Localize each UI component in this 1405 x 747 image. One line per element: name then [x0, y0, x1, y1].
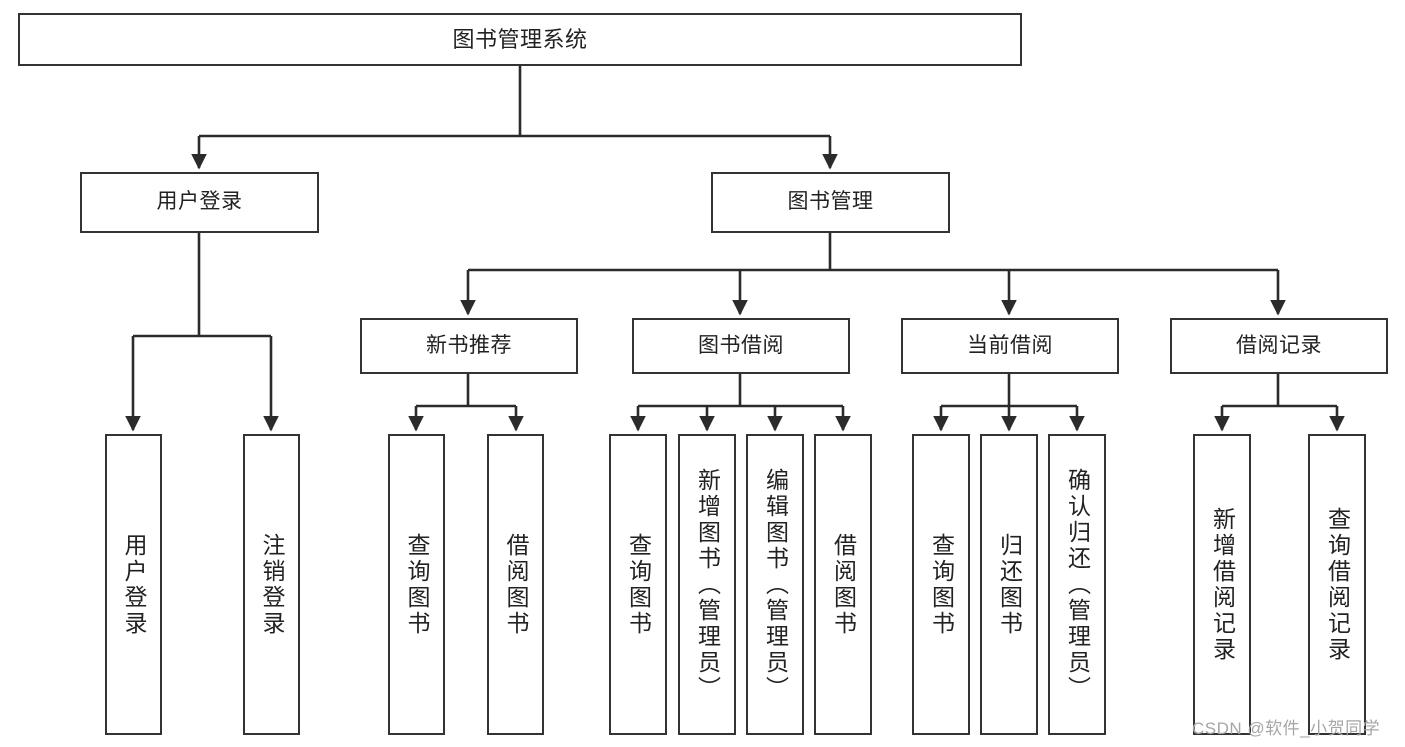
node-leaf-add-book-label: 新增图书（管理员）: [694, 467, 721, 702]
node-leaf-borrow-book-1-label: 借阅图书: [503, 532, 529, 637]
node-leaf-query-record[interactable]: 查询借阅记录: [1308, 434, 1366, 735]
node-leaf-query-book-2-label: 查询图书: [625, 532, 652, 637]
node-leaf-confirm-return-label: 确认归还（管理员）: [1064, 467, 1091, 702]
node-new-book-recommend[interactable]: 新书推荐: [360, 318, 578, 374]
node-leaf-add-book[interactable]: 新增图书（管理员）: [678, 434, 736, 735]
node-leaf-user-login[interactable]: 用户登录: [105, 434, 162, 735]
node-new-book-recommend-label: 新书推荐: [426, 333, 512, 357]
node-leaf-query-book-1-label: 查询图书: [404, 532, 430, 637]
node-leaf-add-record[interactable]: 新增借阅记录: [1193, 434, 1251, 735]
node-user-login-label: 用户登录: [156, 190, 243, 214]
node-root[interactable]: 图书管理系统: [18, 13, 1022, 66]
node-leaf-add-record-label: 新增借阅记录: [1209, 506, 1236, 663]
watermark: CSDN @软件_小贺同学: [1192, 719, 1381, 738]
node-leaf-user-logout-label: 注销登录: [259, 532, 285, 637]
node-leaf-query-record-label: 查询借阅记录: [1324, 506, 1351, 663]
node-leaf-confirm-return[interactable]: 确认归还（管理员）: [1048, 434, 1106, 735]
node-book-manage-label: 图书管理: [787, 190, 874, 214]
node-leaf-edit-book[interactable]: 编辑图书（管理员）: [746, 434, 804, 735]
node-root-label: 图书管理系统: [452, 26, 588, 52]
node-leaf-query-book-2[interactable]: 查询图书: [609, 434, 667, 735]
node-leaf-query-book-1[interactable]: 查询图书: [388, 434, 445, 735]
node-book-manage[interactable]: 图书管理: [711, 172, 950, 233]
node-borrow-record[interactable]: 借阅记录: [1170, 318, 1388, 374]
node-leaf-borrow-book-2-label: 借阅图书: [830, 532, 857, 637]
node-leaf-return-book[interactable]: 归还图书: [980, 434, 1038, 735]
node-leaf-edit-book-label: 编辑图书（管理员）: [762, 467, 789, 702]
node-current-borrow-label: 当前借阅: [967, 333, 1053, 357]
node-book-borrow[interactable]: 图书借阅: [632, 318, 850, 374]
node-leaf-query-book-3-label: 查询图书: [928, 532, 955, 637]
node-user-login[interactable]: 用户登录: [80, 172, 319, 233]
node-leaf-borrow-book-1[interactable]: 借阅图书: [487, 434, 544, 735]
node-book-borrow-label: 图书借阅: [698, 333, 784, 357]
node-leaf-borrow-book-2[interactable]: 借阅图书: [814, 434, 872, 735]
node-leaf-user-logout[interactable]: 注销登录: [243, 434, 300, 735]
node-borrow-record-label: 借阅记录: [1236, 333, 1322, 357]
node-current-borrow[interactable]: 当前借阅: [901, 318, 1119, 374]
node-leaf-query-book-3[interactable]: 查询图书: [912, 434, 970, 735]
node-leaf-user-login-label: 用户登录: [121, 532, 147, 637]
node-leaf-return-book-label: 归还图书: [996, 532, 1023, 637]
